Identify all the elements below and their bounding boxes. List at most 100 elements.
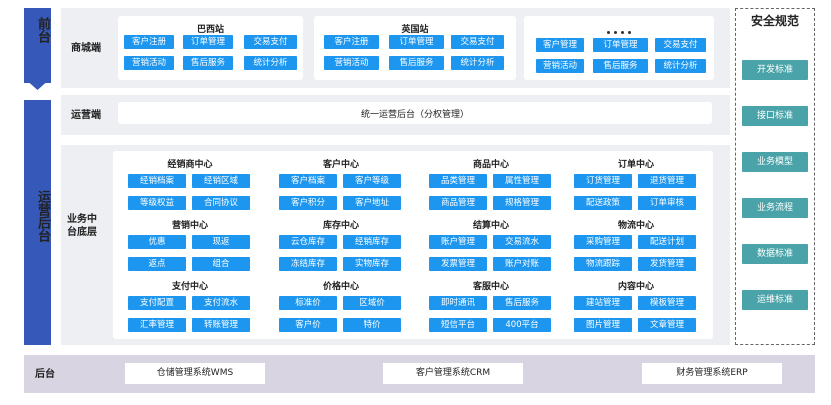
- station-button[interactable]: 统计分析: [655, 59, 706, 73]
- front-rail-label: 前台: [35, 17, 50, 43]
- center-button[interactable]: 客户价: [279, 318, 337, 332]
- center-title: 支付中心: [171, 282, 208, 292]
- station-button[interactable]: 订单管理: [389, 35, 444, 49]
- center-button[interactable]: 客户地址: [343, 196, 401, 210]
- station-button[interactable]: 订单管理: [593, 38, 648, 52]
- center-button[interactable]: 采购管理: [574, 235, 632, 249]
- station-button[interactable]: 统计分析: [244, 56, 297, 70]
- center-button[interactable]: 发货管理: [638, 257, 696, 271]
- station-title: 英国站: [401, 25, 429, 35]
- center-button[interactable]: 品类管理: [429, 174, 487, 188]
- center-button[interactable]: 标准价: [279, 296, 337, 310]
- center-title: 经销商中心: [167, 160, 213, 170]
- center-button[interactable]: 冻结库存: [279, 257, 337, 271]
- center-button[interactable]: 文章管理: [638, 318, 696, 332]
- center-button[interactable]: 账户管理: [429, 235, 487, 249]
- center-title: 结算中心: [472, 221, 509, 231]
- center-button[interactable]: 商品管理: [429, 196, 487, 210]
- center-button[interactable]: 配送政策: [574, 196, 632, 210]
- center-title: 客户中心: [322, 160, 359, 170]
- center-button[interactable]: 优惠: [128, 235, 186, 249]
- center-button[interactable]: 组合: [192, 257, 250, 271]
- center-button[interactable]: 交易流水: [493, 235, 551, 249]
- center-button[interactable]: 转账管理: [192, 318, 250, 332]
- center-button[interactable]: 支付配置: [128, 296, 186, 310]
- center-button[interactable]: 订单审核: [638, 196, 696, 210]
- ops-center-box[interactable]: [118, 102, 712, 124]
- security-item[interactable]: 运维标准: [742, 290, 808, 310]
- center-button[interactable]: 经销档案: [128, 174, 186, 188]
- center-title: 库存中心: [322, 221, 359, 231]
- security-item[interactable]: 开发标准: [742, 60, 808, 80]
- center-button[interactable]: 账户对账: [493, 257, 551, 271]
- backend-system[interactable]: 财务管理系统ERP: [642, 363, 782, 384]
- center-button[interactable]: 订货管理: [574, 174, 632, 188]
- chevron-down-icon: [24, 74, 51, 90]
- center-button[interactable]: 退货管理: [638, 174, 696, 188]
- center-button[interactable]: 客户积分: [279, 196, 337, 210]
- biz-label-text: 业务中台底层: [67, 214, 97, 238]
- station-button[interactable]: 营销活动: [536, 59, 584, 73]
- security-title: 安全规范: [750, 14, 799, 28]
- station-button[interactable]: 交易支付: [244, 35, 297, 49]
- center-button[interactable]: 特价: [343, 318, 401, 332]
- mall-label: 商城端: [71, 43, 101, 54]
- center-button[interactable]: 经销区域: [192, 174, 250, 188]
- center-title: 订单中心: [617, 160, 654, 170]
- security-item[interactable]: 数据标准: [742, 244, 808, 264]
- station-button[interactable]: 统计分析: [451, 56, 504, 70]
- station-button[interactable]: 售后服务: [183, 56, 233, 70]
- station-button[interactable]: 营销活动: [324, 56, 379, 70]
- biz-label: 业务中台底层: [67, 213, 107, 239]
- center-button[interactable]: 等级权益: [128, 196, 186, 210]
- center-button[interactable]: 规格管理: [493, 196, 551, 210]
- center-button[interactable]: 发票管理: [429, 257, 487, 271]
- center-button[interactable]: 属性管理: [493, 174, 551, 188]
- center-button[interactable]: 返点: [128, 257, 186, 271]
- station-button[interactable]: 营销活动: [124, 56, 174, 70]
- station-button[interactable]: 交易支付: [655, 38, 706, 52]
- ops-rail-label: 运营后台: [35, 190, 50, 242]
- station-button[interactable]: 订单管理: [183, 35, 233, 49]
- backend-system[interactable]: 客户管理系统CRM: [383, 363, 523, 384]
- center-title: 价格中心: [322, 282, 359, 292]
- security-item[interactable]: 业务流程: [742, 198, 808, 218]
- station-button[interactable]: 售后服务: [389, 56, 444, 70]
- center-button[interactable]: 合同协议: [192, 196, 250, 210]
- more-dots-icon: [524, 27, 714, 37]
- center-button[interactable]: 汇率管理: [128, 318, 186, 332]
- center-button[interactable]: 客户档案: [279, 174, 337, 188]
- center-button[interactable]: 建站管理: [574, 296, 632, 310]
- station-button[interactable]: 客户注册: [124, 35, 174, 49]
- center-button[interactable]: 经销库存: [343, 235, 401, 249]
- backend-label: 后台: [35, 369, 55, 380]
- station-button[interactable]: 售后服务: [593, 59, 648, 73]
- center-button[interactable]: 物流跟踪: [574, 257, 632, 271]
- center-button[interactable]: 即时通讯: [429, 296, 487, 310]
- ops-label: 运营端: [71, 110, 101, 121]
- station-title: 巴西站: [196, 25, 224, 35]
- center-button[interactable]: 配送计划: [638, 235, 696, 249]
- center-button[interactable]: 实物库存: [343, 257, 401, 271]
- center-title: 内容中心: [617, 282, 654, 292]
- station-button[interactable]: 客户注册: [324, 35, 379, 49]
- center-button[interactable]: 售后服务: [493, 296, 551, 310]
- station-button[interactable]: 交易支付: [451, 35, 504, 49]
- center-button[interactable]: 短信平台: [429, 318, 487, 332]
- center-button[interactable]: 客户等级: [343, 174, 401, 188]
- center-title: 物流中心: [617, 221, 654, 231]
- security-item[interactable]: 业务模型: [742, 152, 808, 172]
- center-button[interactable]: 现返: [192, 235, 250, 249]
- center-button[interactable]: 模板管理: [638, 296, 696, 310]
- station-button[interactable]: 客户管理: [536, 38, 584, 52]
- center-button[interactable]: 支付流水: [192, 296, 250, 310]
- front-rail: [24, 8, 51, 83]
- center-button[interactable]: 图片管理: [574, 318, 632, 332]
- ops-rail: [24, 100, 51, 345]
- center-button[interactable]: 区域价: [343, 296, 401, 310]
- center-button[interactable]: 云仓库存: [279, 235, 337, 249]
- center-title: 客服中心: [472, 282, 509, 292]
- backend-system[interactable]: 仓储管理系统WMS: [125, 363, 265, 384]
- security-item[interactable]: 接口标准: [742, 106, 808, 126]
- center-button[interactable]: 400平台: [493, 318, 551, 332]
